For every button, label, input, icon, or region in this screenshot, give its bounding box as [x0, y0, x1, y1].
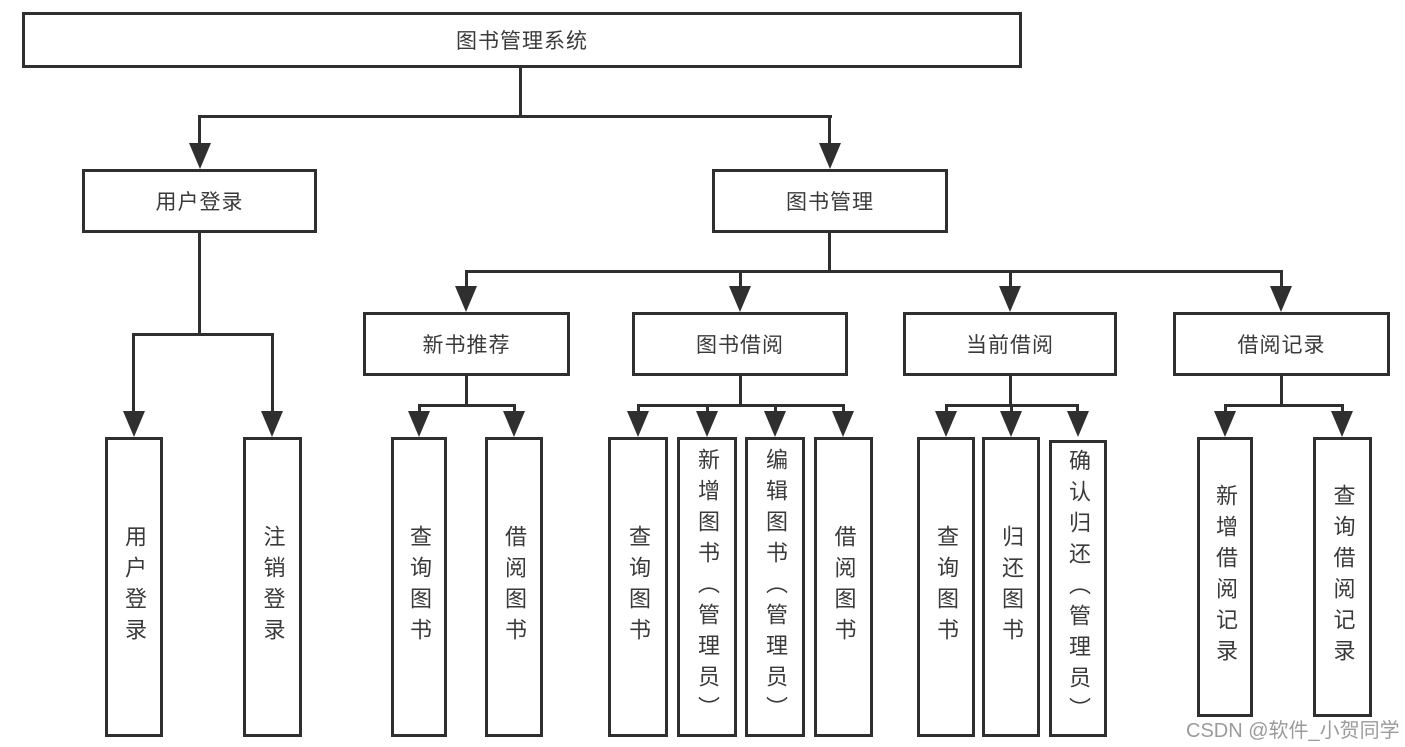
connector-line — [132, 333, 273, 336]
arrow-down-icon — [1000, 411, 1022, 437]
connector-line — [1224, 404, 1227, 415]
connector-line — [513, 404, 516, 415]
leaf-add-books-admin: 新增图书（管理员） — [677, 437, 737, 737]
node-current-borrow: 当前借阅 — [903, 312, 1117, 376]
connector-line — [1010, 404, 1013, 415]
connector-line — [945, 404, 948, 415]
arrow-down-icon — [764, 411, 786, 437]
connector-line — [418, 404, 421, 415]
leaf-edit-books-admin: 编辑图书（管理员） — [745, 437, 805, 737]
connector-line — [706, 404, 709, 415]
leaf-user-login: 用户登录 — [105, 437, 163, 737]
node-book-management: 图书管理 — [712, 169, 948, 233]
connector-line — [198, 233, 201, 336]
arrow-down-icon — [123, 411, 145, 437]
node-user-login: 用户登录 — [82, 169, 317, 233]
connector-line — [465, 376, 468, 407]
arrow-down-icon — [1270, 286, 1292, 312]
connector-line — [637, 404, 845, 407]
connector-line — [1280, 376, 1283, 407]
connector-line — [774, 404, 777, 415]
arrow-down-icon — [832, 411, 854, 437]
connector-line — [418, 404, 516, 407]
connector-line — [1224, 404, 1344, 407]
watermark-text: CSDN @软件_小贺同学 — [1186, 720, 1400, 742]
leaf-borrow-books: 借阅图书 — [814, 437, 873, 737]
arrow-down-icon — [999, 286, 1021, 312]
connector-line — [465, 270, 468, 288]
node-new-book-recommend: 新书推荐 — [363, 312, 570, 376]
node-library-system: 图书管理系统 — [22, 12, 1022, 68]
arrow-down-icon — [935, 411, 957, 437]
node-borrow-records: 借阅记录 — [1173, 312, 1390, 376]
arrow-down-icon — [261, 411, 283, 437]
connector-line — [828, 115, 831, 147]
leaf-query-books-current: 查询图书 — [917, 437, 975, 737]
node-book-borrow: 图书借阅 — [632, 312, 848, 376]
connector-line — [132, 333, 135, 413]
leaf-query-books-borrow: 查询图书 — [608, 437, 668, 737]
arrow-down-icon — [696, 411, 718, 437]
connector-line — [198, 115, 832, 118]
leaf-query-books-recommend: 查询图书 — [391, 437, 447, 737]
connector-line — [519, 68, 522, 117]
leaf-query-borrow-record: 查询借阅记录 — [1313, 437, 1372, 717]
leaf-return-books: 归还图书 — [982, 437, 1040, 737]
connector-line — [739, 270, 742, 288]
connector-line — [828, 233, 831, 272]
connector-line — [1009, 376, 1012, 407]
arrow-down-icon — [189, 143, 211, 169]
arrow-down-icon — [503, 411, 525, 437]
arrow-down-icon — [455, 286, 477, 312]
connector-line — [1009, 270, 1012, 288]
connector-line — [1341, 404, 1344, 415]
arrow-down-icon — [729, 286, 751, 312]
connector-line — [271, 333, 274, 413]
leaf-add-borrow-record: 新增借阅记录 — [1197, 437, 1253, 717]
arrow-down-icon — [1214, 411, 1236, 437]
connector-line — [739, 376, 742, 407]
connector-line — [637, 404, 640, 415]
leaf-borrow-books-recommend: 借阅图书 — [485, 437, 543, 737]
leaf-logout: 注销登录 — [243, 437, 302, 737]
leaf-confirm-return-admin: 确认归还（管理员） — [1049, 440, 1107, 737]
connector-line — [842, 404, 845, 415]
arrow-down-icon — [408, 411, 430, 437]
arrow-down-icon — [627, 411, 649, 437]
arrow-down-icon — [1067, 411, 1089, 437]
arrow-down-icon — [819, 143, 841, 169]
arrow-down-icon — [1331, 411, 1353, 437]
connector-line — [198, 115, 201, 147]
connector-line — [465, 270, 1283, 273]
connector-line — [1076, 404, 1079, 415]
connector-line — [1280, 270, 1283, 288]
